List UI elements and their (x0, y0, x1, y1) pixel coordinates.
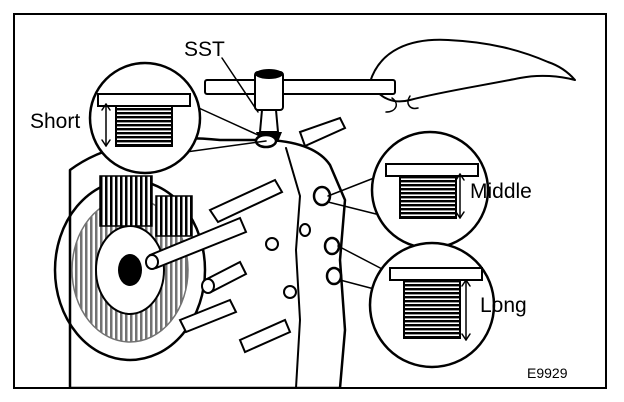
short-bolt-callout (88, 61, 202, 175)
gear-cluster (53, 175, 207, 362)
bolt-holes (254, 133, 343, 299)
middle-label: Middle (470, 180, 532, 203)
figure-code: E9929 (527, 365, 568, 381)
sst-label: SST (184, 38, 225, 61)
hand-outline (369, 38, 576, 103)
long-label: Long (480, 294, 527, 317)
short-label: Short (30, 110, 80, 133)
shift-rods (145, 116, 347, 354)
t-handle-bar (204, 79, 396, 95)
illustration (53, 38, 576, 388)
long-bolt-callout (368, 241, 496, 369)
